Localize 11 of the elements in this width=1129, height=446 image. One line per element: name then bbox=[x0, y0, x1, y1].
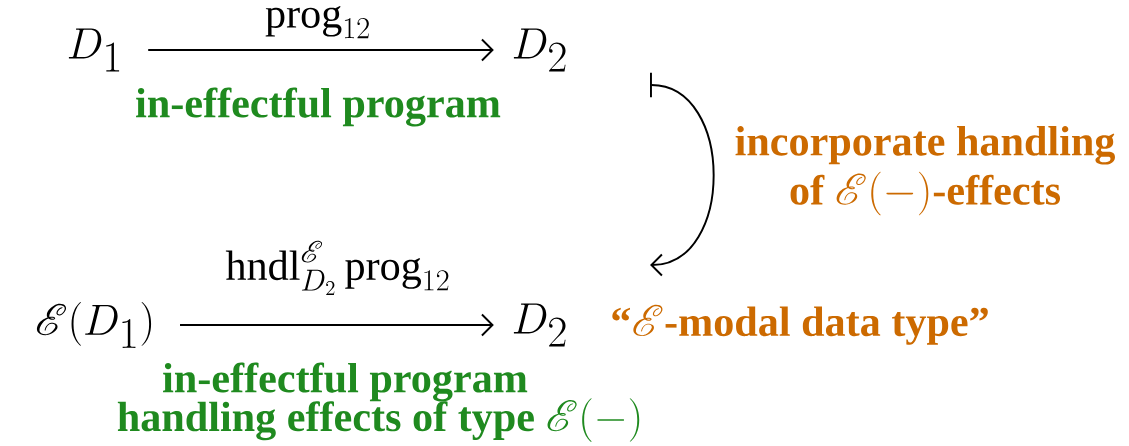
math-term: $\mathscr{E}(D_1)$ bbox=[36, 302, 152, 348]
math-term: $D_2$ bbox=[513, 303, 566, 347]
arrow bbox=[179, 313, 494, 337]
annotation: $\textbf{``}\mathscr{E}\textbf{-modal data type''}$ bbox=[612, 304, 988, 345]
edge-label: $\mathrm{hndl}^{\mathscr{E}}_{D_2}\,\mathrm{prog}_{12}$ bbox=[225, 240, 449, 296]
arrow bbox=[147, 38, 494, 62]
math-term: $D_2$ bbox=[513, 28, 566, 72]
annotation: in-effectful program bbox=[136, 87, 501, 127]
math-term: $D_1$ bbox=[68, 28, 120, 72]
annotation: $\begin{array}{c}\textbf{incorporate handling}\\ \textbf{of }\mathscr{E}(-)\textbf{-effects}\end{array}$ bbox=[735, 125, 1115, 216]
edge-label: $\mathrm{prog}_{12}$ bbox=[265, 5, 369, 39]
